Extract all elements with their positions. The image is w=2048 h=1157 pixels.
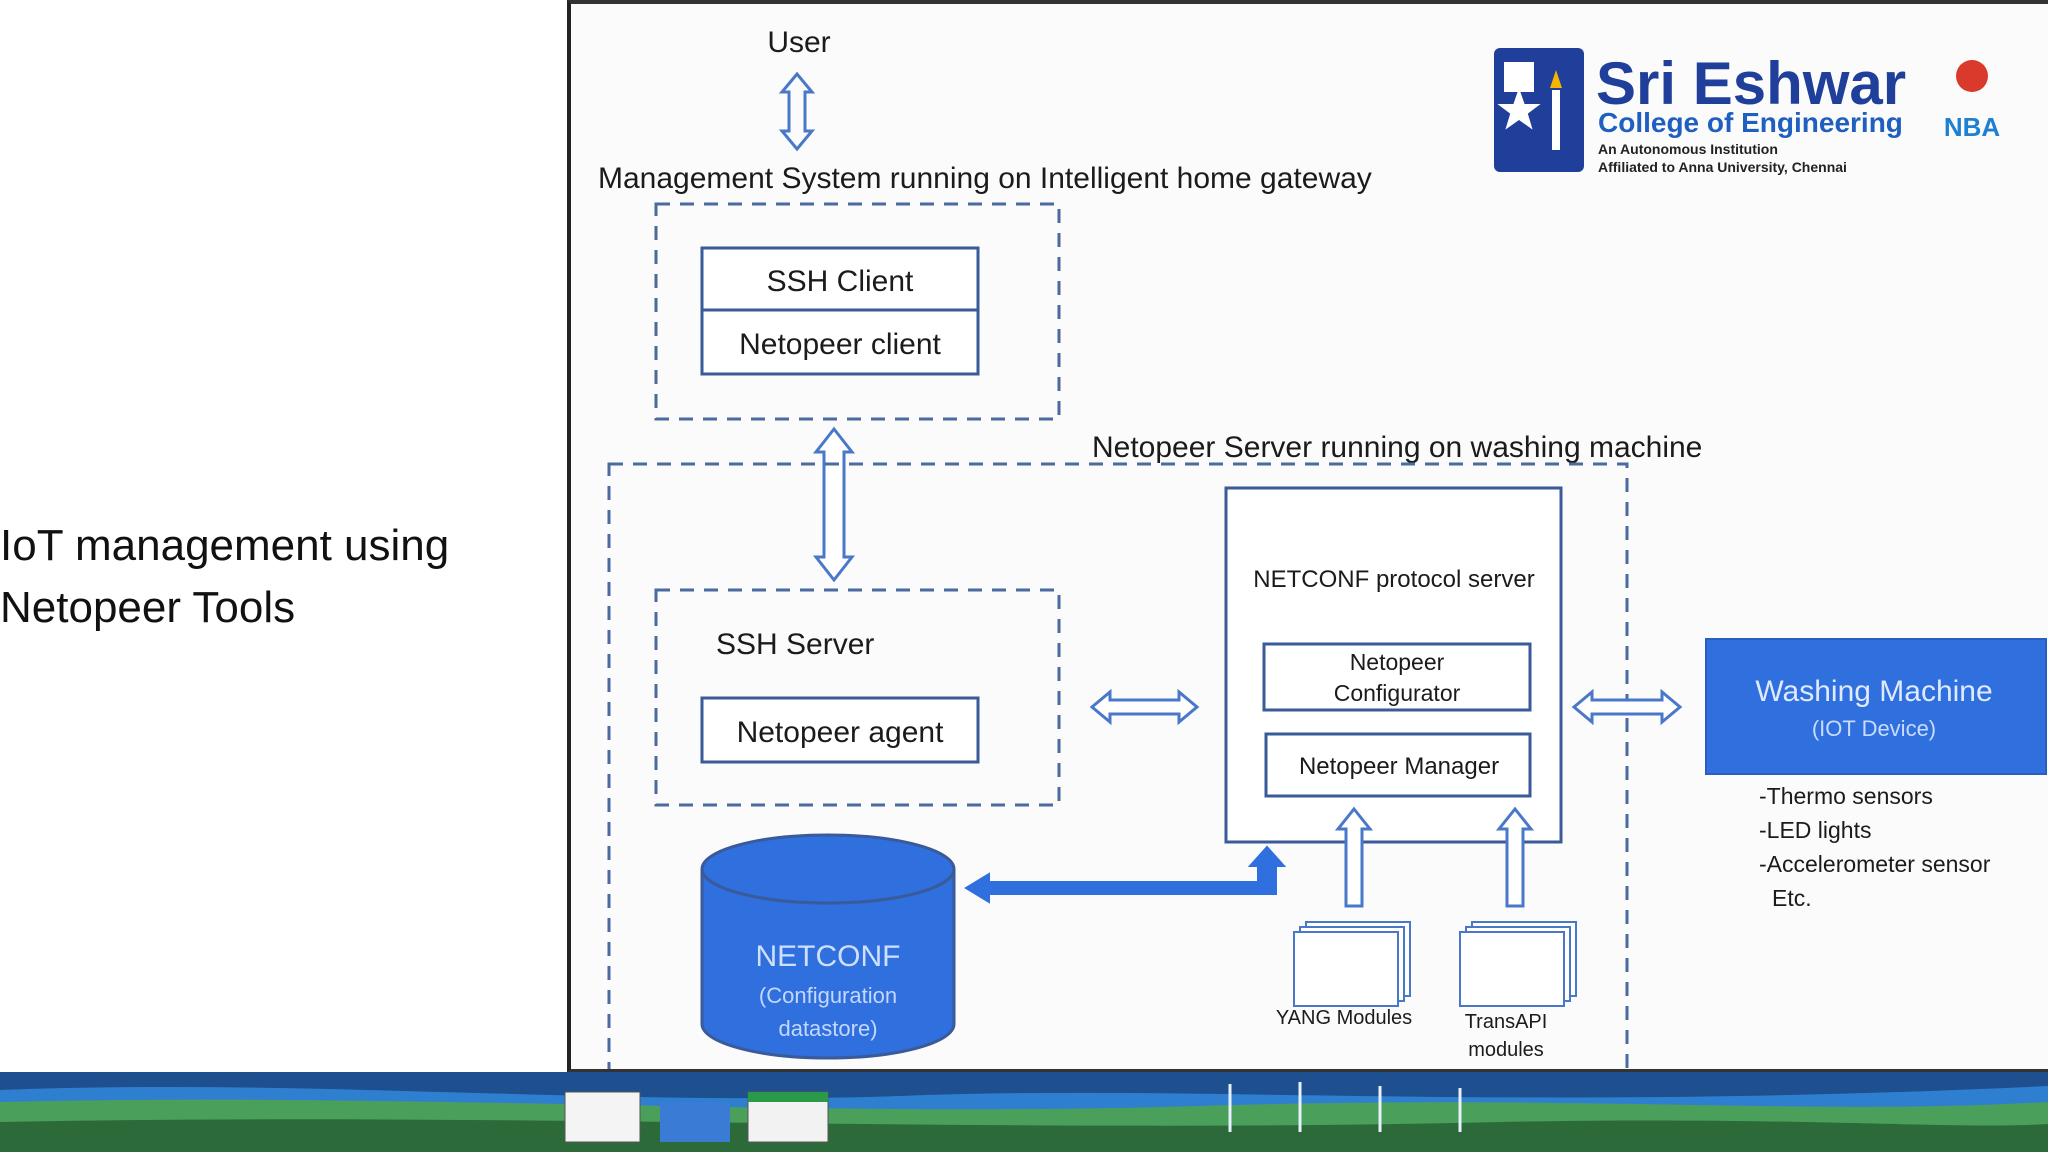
netconf-datastore-cylinder bbox=[700, 833, 956, 1060]
agent-protocol-arrow bbox=[1089, 688, 1200, 726]
transapi-modules-stack-icon bbox=[1459, 921, 1577, 1007]
datastore-line-2: datastore) bbox=[778, 1016, 877, 1041]
college-shield-icon bbox=[1494, 48, 1584, 172]
college-logo: Sri Eshwar College of Engineering An Aut… bbox=[1494, 40, 2014, 180]
college-name: Sri Eshwar bbox=[1596, 50, 1906, 117]
diagram-frame: User Management System running on Intell… bbox=[567, 0, 2048, 1072]
netopeer-client-label: Netopeer client bbox=[739, 328, 941, 361]
decorative-skyline-band bbox=[0, 1072, 2048, 1152]
netopeer-configurator-box bbox=[1262, 642, 1532, 712]
server-dashed-box bbox=[607, 462, 1629, 1069]
ssh-server-label: SSH Server bbox=[716, 628, 874, 661]
washing-machine-box bbox=[1705, 638, 2047, 775]
netopeer-architecture-diagram: User Management System running on Intell… bbox=[598, 26, 2047, 1069]
sensor-item-2: -LED lights bbox=[1759, 817, 1871, 843]
slide-title: IoT management using Netopeer Tools bbox=[0, 515, 520, 639]
washing-machine-title: Washing Machine bbox=[1755, 675, 1992, 708]
ssh-client-label: SSH Client bbox=[767, 265, 914, 298]
datastore-title: NETCONF bbox=[756, 940, 901, 973]
college-affiliation-line: Affiliated to Anna University, Chennai bbox=[1598, 159, 1847, 175]
college-subtitle: College of Engineering bbox=[1598, 107, 1903, 138]
netopeer-manager-box bbox=[1264, 732, 1532, 798]
configurator-line-1: Netopeer bbox=[1350, 649, 1445, 675]
sensor-item-3: -Accelerometer sensor bbox=[1759, 851, 1991, 877]
slide-title-line-2: Netopeer Tools bbox=[0, 583, 296, 632]
gateway-dashed-box bbox=[654, 202, 1061, 421]
netopeer-server-caption: Netopeer Server running on washing machi… bbox=[1092, 431, 1702, 464]
management-system-caption: Management System running on Intelligent… bbox=[598, 162, 1372, 195]
nba-badge: NBA bbox=[1944, 112, 2001, 142]
yang-up-arrow bbox=[1334, 806, 1374, 908]
sensor-item-1: -Thermo sensors bbox=[1759, 783, 1933, 809]
protocol-datastore-arrow bbox=[964, 845, 1287, 904]
gateway-server-arrow bbox=[812, 426, 856, 583]
college-autonomous-line: An Autonomous Institution bbox=[1598, 141, 1778, 157]
washing-machine-subtitle: (IOT Device) bbox=[1812, 716, 1936, 741]
ssh-server-dashed-box bbox=[654, 588, 1061, 807]
netopeer-agent-label: Netopeer agent bbox=[737, 716, 944, 749]
transapi-label-line-1: TransAPI bbox=[1465, 1011, 1548, 1033]
user-label: User bbox=[767, 26, 830, 59]
netconf-protocol-server-label: NETCONF protocol server bbox=[1253, 566, 1534, 593]
netopeer-client-box bbox=[700, 308, 980, 376]
transapi-label-line-2: modules bbox=[1468, 1039, 1544, 1061]
sensor-item-4: Etc. bbox=[1772, 885, 1812, 911]
slide-title-line-1: IoT management using bbox=[0, 521, 450, 570]
building-icons bbox=[564, 1091, 829, 1143]
naac-badge-icon bbox=[1956, 60, 1988, 92]
transapi-up-arrow bbox=[1495, 806, 1535, 908]
netopeer-manager-label: Netopeer Manager bbox=[1299, 753, 1499, 780]
server-device-arrow bbox=[1571, 688, 1683, 726]
wind-turbine-icons bbox=[1228, 1082, 1462, 1132]
yang-modules-label: YANG Modules bbox=[1276, 1007, 1412, 1029]
datastore-line-1: (Configuration bbox=[759, 983, 897, 1008]
yang-modules-stack-icon bbox=[1293, 921, 1411, 1007]
user-gateway-arrow bbox=[778, 71, 816, 152]
netopeer-agent-box bbox=[700, 696, 980, 764]
configurator-line-2: Configurator bbox=[1334, 680, 1461, 706]
